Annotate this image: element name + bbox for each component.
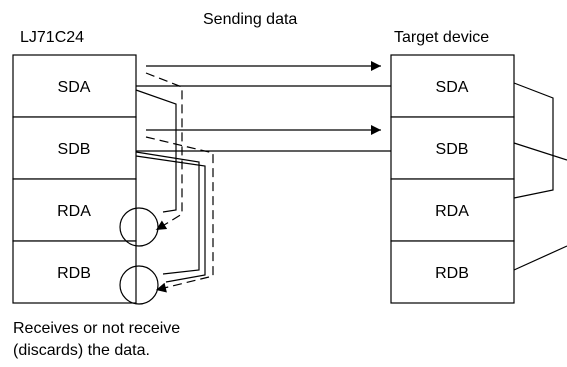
right-device-title: Target device [394,29,489,46]
right-pin-rda-label: RDA [435,203,469,220]
left-device-block [12,54,137,304]
right-wire-sdb-out [513,142,567,161]
echo-wire-sda-to-rda [135,89,177,213]
right-pin-sdb-label: SDB [436,141,469,158]
right-pin-rdb-label: RDB [435,265,469,282]
receive-note-line1: Receives or not receive [13,320,180,337]
left-device-title: LJ71C24 [20,29,84,46]
left-pin-rda-box [12,178,137,242]
right-pin-sda-label: SDA [436,79,469,96]
receive-note-line2: (discards) the data. [13,342,150,359]
left-pin-sda-box [12,54,137,118]
echo-path-sdb [145,136,214,293]
right-device-block [390,54,515,304]
left-pin-sdb-label: SDB [58,141,91,158]
receive-circle-rda [119,207,159,247]
echo-wire-sdb-to-rdb [135,151,200,275]
right-pin-sdb-box [390,116,515,180]
echo-wire-sdb-to-rdb-inner [135,155,206,283]
left-pin-rda-label: RDA [57,203,91,220]
left-pin-sda-label: SDA [58,79,91,96]
sending-data-caption: Sending data [203,11,297,28]
right-wire-rdb-out [513,245,567,271]
left-pin-rdb-label: RDB [57,265,91,282]
receive-circle-rdb [119,265,159,305]
right-loop-sda-rda [513,82,554,199]
echo-path-sda [145,72,183,231]
left-pin-rdb-box [12,240,137,304]
left-pin-sdb-box [12,116,137,180]
right-pin-rdb-box [390,240,515,304]
